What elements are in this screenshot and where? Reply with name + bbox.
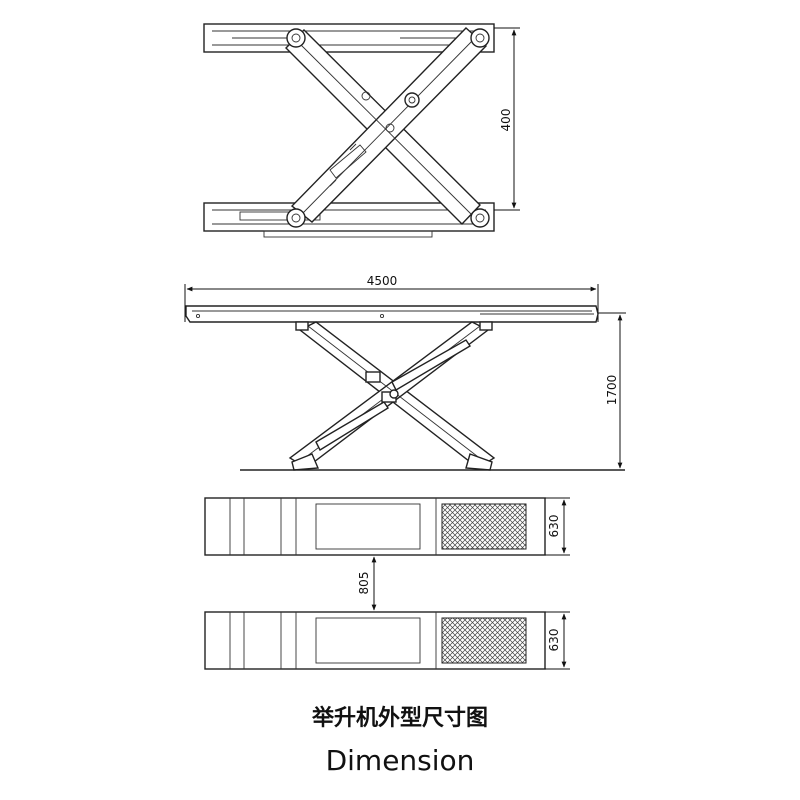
plan-view-upper: 630 <box>204 497 570 556</box>
platform-gap-label: 805 <box>357 572 371 595</box>
plan-gap-dimension: 805 <box>357 556 377 611</box>
platform-width-lower-label: 630 <box>547 629 561 652</box>
lift-height-label: 1700 <box>605 375 619 406</box>
plan-view-lower: 630 <box>204 611 570 670</box>
top-view: 400 <box>203 23 520 238</box>
platform-length-label: 4500 <box>367 274 398 288</box>
platform-width-upper-label: 630 <box>547 515 561 538</box>
top-height-label: 400 <box>499 109 513 132</box>
side-view: 4500 1700 <box>184 274 626 471</box>
chinese-title: 举升机外型尺寸图 <box>311 706 488 731</box>
english-title: Dimension <box>325 744 475 777</box>
